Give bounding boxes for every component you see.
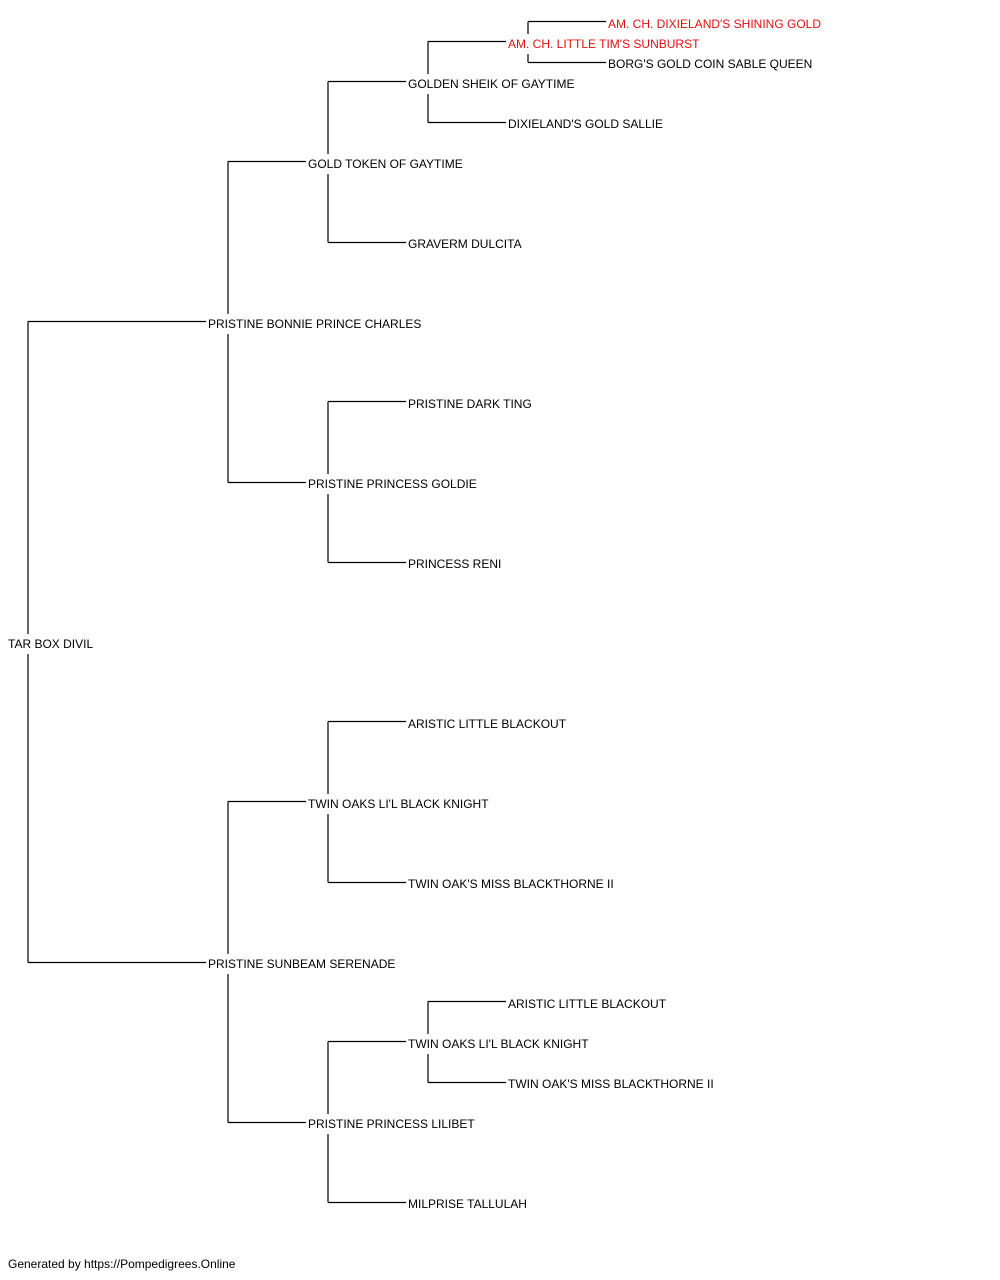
pedigree-name-n7: DIXIELAND'S GOLD SALLIE: [506, 117, 666, 131]
pedigree-name-n2: GOLD TOKEN OF GAYTIME: [306, 157, 465, 171]
pedigree-name-n20: MILPRISE TALLULAH: [406, 1197, 529, 1211]
pedigree-name-n14: ARISTIC LITTLE BLACKOUT: [406, 717, 569, 731]
pedigree-name-n4: AM. CH. LITTLE TIM'S SUNBURST: [506, 37, 702, 51]
pedigree-name-n16: PRISTINE PRINCESS LILIBET: [306, 1117, 477, 1131]
pedigree-name-n12: PRISTINE SUNBEAM SERENADE: [206, 957, 398, 971]
generator-credit: Generated by https://Pompedigrees.Online: [8, 1257, 236, 1271]
pedigree-name-n0: TAR BOX DIVIL: [6, 637, 96, 651]
pedigree-name-n3: GOLDEN SHEIK OF GAYTIME: [406, 77, 577, 91]
pedigree-name-n1: PRISTINE BONNIE PRINCE CHARLES: [206, 317, 424, 331]
pedigree-name-n19: TWIN OAK'S MISS BLACKTHORNE II: [506, 1077, 716, 1091]
pedigree-name-n6: BORG'S GOLD COIN SABLE QUEEN: [606, 57, 815, 71]
pedigree-name-n13: TWIN OAKS LI'L BLACK KNIGHT: [306, 797, 491, 811]
pedigree-name-n11: PRINCESS RENI: [406, 557, 504, 571]
pedigree-name-n15: TWIN OAK'S MISS BLACKTHORNE II: [406, 877, 616, 891]
pedigree-name-n10: PRISTINE DARK TING: [406, 397, 534, 411]
pedigree-name-n5: AM. CH. DIXIELAND'S SHINING GOLD: [606, 17, 823, 31]
pedigree-connectors: [27, 20, 606, 1204]
pedigree-name-n17: TWIN OAKS LI'L BLACK KNIGHT: [406, 1037, 591, 1051]
pedigree-name-n8: GRAVERM DULCITA: [406, 237, 524, 251]
pedigree-name-n9: PRISTINE PRINCESS GOLDIE: [306, 477, 479, 491]
pedigree-name-n18: ARISTIC LITTLE BLACKOUT: [506, 997, 669, 1011]
